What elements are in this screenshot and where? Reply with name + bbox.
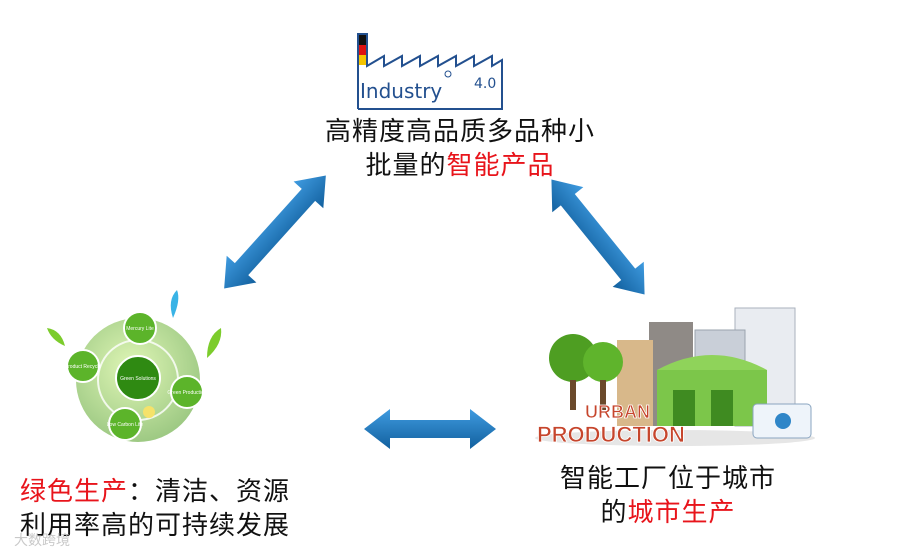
left-line1-highlight: 绿色生产 — [20, 477, 129, 507]
left-node-caption: 绿色生产：清洁、资源 利用率高的可持续发展 — [20, 475, 340, 543]
right-node-caption: 智能工厂位于城市 的城市生产 — [548, 462, 788, 530]
arrow-top-left — [224, 175, 326, 289]
right-line2-plain: 的 — [600, 498, 628, 528]
bulb-icon — [143, 406, 155, 418]
bubble-lowcarbon — [108, 407, 142, 441]
water-drop-icon — [170, 290, 179, 318]
bubble-mercury-label: Mercury Lite — [126, 326, 154, 332]
bubble-mercury — [123, 311, 157, 345]
top-line2-plain: 批量的 — [365, 151, 447, 181]
urban-production-graphic: URBAN PRODUCTION — [535, 307, 815, 447]
green-solutions-graphic: Green Solutions Mercury Lite Product Rec… — [47, 290, 222, 442]
watermark-text: 大数跨境 — [14, 533, 70, 549]
leaf-icon-left — [47, 328, 65, 346]
signal-icon — [444, 70, 452, 78]
left-line1: 绿色生产：清洁、资源 — [20, 475, 340, 509]
center-bubble-label: Green Solutions — [120, 376, 156, 382]
top-node-caption: 高精度高品质多品种小 批量的智能产品 — [300, 115, 620, 183]
arrow-bottom — [364, 409, 496, 449]
flag-black-stripe — [359, 35, 366, 45]
left-line1-plain: ：清洁、资源 — [128, 477, 291, 507]
right-line2: 的城市生产 — [548, 496, 788, 530]
top-line2-highlight: 智能产品 — [446, 151, 555, 181]
bubble-production — [170, 375, 204, 409]
production-label: PRODUCTION — [537, 422, 685, 447]
arrow-top-right — [551, 179, 645, 295]
left-line2: 利用率高的可持续发展 — [20, 511, 291, 541]
center-bubble — [115, 355, 161, 401]
right-line2-highlight: 城市生产 — [627, 498, 736, 528]
industry-4-0-logo: Industry 4.0 — [354, 28, 506, 110]
logo-version: 4.0 — [474, 76, 496, 92]
right-line1: 智能工厂位于城市 — [559, 464, 776, 494]
tree-icon-2 — [583, 342, 623, 382]
bubble-recycle — [66, 349, 100, 383]
urban-label: URBAN — [585, 402, 650, 422]
building-tan — [617, 340, 653, 426]
bubble-recycle-label: Product Recycle — [65, 364, 102, 370]
top-line2: 批量的智能产品 — [300, 149, 620, 183]
bubble-lowcarbon-label: Low Carbon Life — [107, 422, 144, 428]
flag-gold-stripe — [359, 55, 366, 65]
logo-text: Industry — [360, 79, 442, 103]
top-line1: 高精度高品质多品种小 — [324, 117, 595, 147]
leaf-icon — [207, 328, 222, 358]
flag-red-stripe — [359, 45, 366, 55]
bubble-production-label: Green Production — [167, 390, 206, 396]
watermark: 大数跨境 — [14, 530, 70, 550]
